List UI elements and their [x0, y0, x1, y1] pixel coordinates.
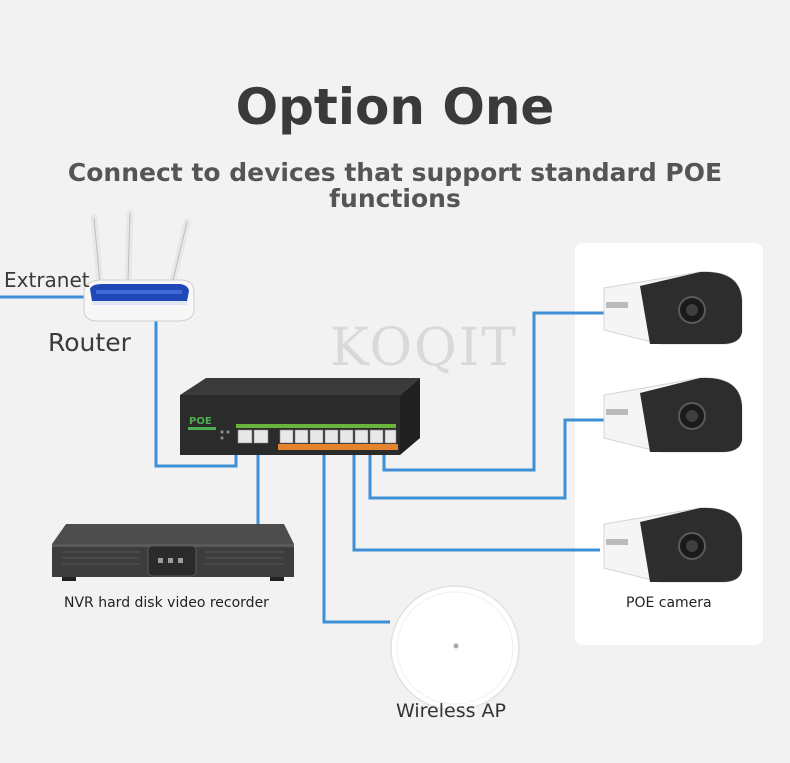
cable-router-switch: [154, 320, 238, 468]
poe-camera-1: [603, 271, 743, 345]
switch-ports: [237, 429, 397, 444]
cable-switch-ap: [322, 448, 390, 624]
poe-camera-2: [603, 377, 743, 453]
nvr-label: NVR hard disk video recorder: [64, 595, 269, 611]
cables: [0, 295, 605, 624]
page-subtitle: Connect to devices that support standard…: [67, 158, 723, 213]
switch-brand-label: POE: [189, 416, 212, 427]
cable-switch-camera-3: [352, 448, 600, 552]
router-label: Router: [48, 328, 131, 357]
router: [83, 209, 195, 322]
poe-camera-label: POE camera: [626, 595, 712, 611]
cable-switch-camera-2: [368, 418, 605, 500]
nvr-recorder: [52, 524, 294, 581]
poe-camera-3: [603, 507, 743, 583]
cable-switch-camera-1: [382, 311, 605, 472]
extranet-label: Extranet: [4, 268, 90, 292]
poe-switch: [180, 378, 420, 455]
wireless-ap-device: [390, 585, 520, 711]
page-title: Option One: [235, 78, 555, 136]
wireless-ap-label: Wireless AP: [396, 700, 506, 722]
watermark: KOQIT: [330, 318, 518, 378]
router-antennas: [90, 209, 191, 288]
